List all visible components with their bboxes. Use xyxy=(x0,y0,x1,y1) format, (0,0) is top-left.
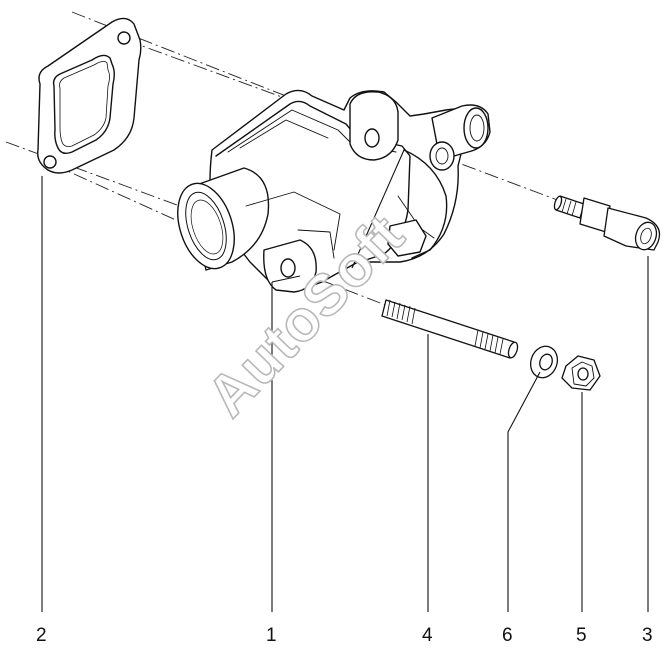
gasket-bolt-hole-top xyxy=(117,31,131,45)
callout-2: 2 xyxy=(36,625,47,646)
gasket-bolt-hole-bottom xyxy=(43,155,57,169)
callout-6: 6 xyxy=(502,625,513,646)
nut-hole xyxy=(577,367,589,381)
leader-line-6 xyxy=(507,371,541,612)
leader-line-1-branch xyxy=(271,275,301,283)
axis-line-top xyxy=(71,11,297,101)
housing-outlet-inner-bore xyxy=(190,199,224,255)
temperature-sensor-part xyxy=(553,195,661,251)
housing-lower-bracket xyxy=(387,219,427,257)
gasket-part xyxy=(37,17,142,174)
callout-3: 3 xyxy=(642,625,653,646)
housing-casting-line xyxy=(245,191,341,251)
housing-rear-dome xyxy=(403,149,448,259)
stud-body xyxy=(381,299,515,359)
sensor-thread xyxy=(561,198,577,217)
housing-flange-rib xyxy=(239,119,329,149)
stud-part xyxy=(381,299,519,359)
stud-thread-left xyxy=(386,299,416,325)
stud-end-face xyxy=(507,341,519,359)
callout-5: 5 xyxy=(576,625,587,646)
callout-1: 1 xyxy=(266,625,277,646)
washer-part xyxy=(529,345,559,379)
axis-line-gasket-top xyxy=(125,39,291,101)
stud-thread-right xyxy=(474,329,504,355)
leader-lines xyxy=(41,149,649,612)
housing-top-bolt-hole xyxy=(364,128,380,148)
gasket-inner-opening xyxy=(52,54,115,155)
housing-spigot-bore xyxy=(469,114,485,142)
callout-4: 4 xyxy=(422,625,433,646)
sensor-connector-pins xyxy=(640,227,652,245)
washer-hole xyxy=(539,353,553,371)
axis-line-stud xyxy=(299,271,389,307)
nut-part xyxy=(561,355,601,391)
housing-top-boss xyxy=(349,91,399,161)
sensor-tip-end xyxy=(553,195,563,211)
housing-casting-line-2 xyxy=(297,229,335,259)
nut-hex-face xyxy=(571,361,595,387)
leader-line-housing-top xyxy=(351,149,405,269)
housing-lower-bolt-hole xyxy=(280,258,296,278)
thermostat-housing-part xyxy=(177,89,491,293)
housing-sensor-port-bore xyxy=(435,147,449,165)
callout-labels: 2 1 4 6 5 3 xyxy=(36,625,653,646)
gasket-inner-rim xyxy=(59,61,110,147)
